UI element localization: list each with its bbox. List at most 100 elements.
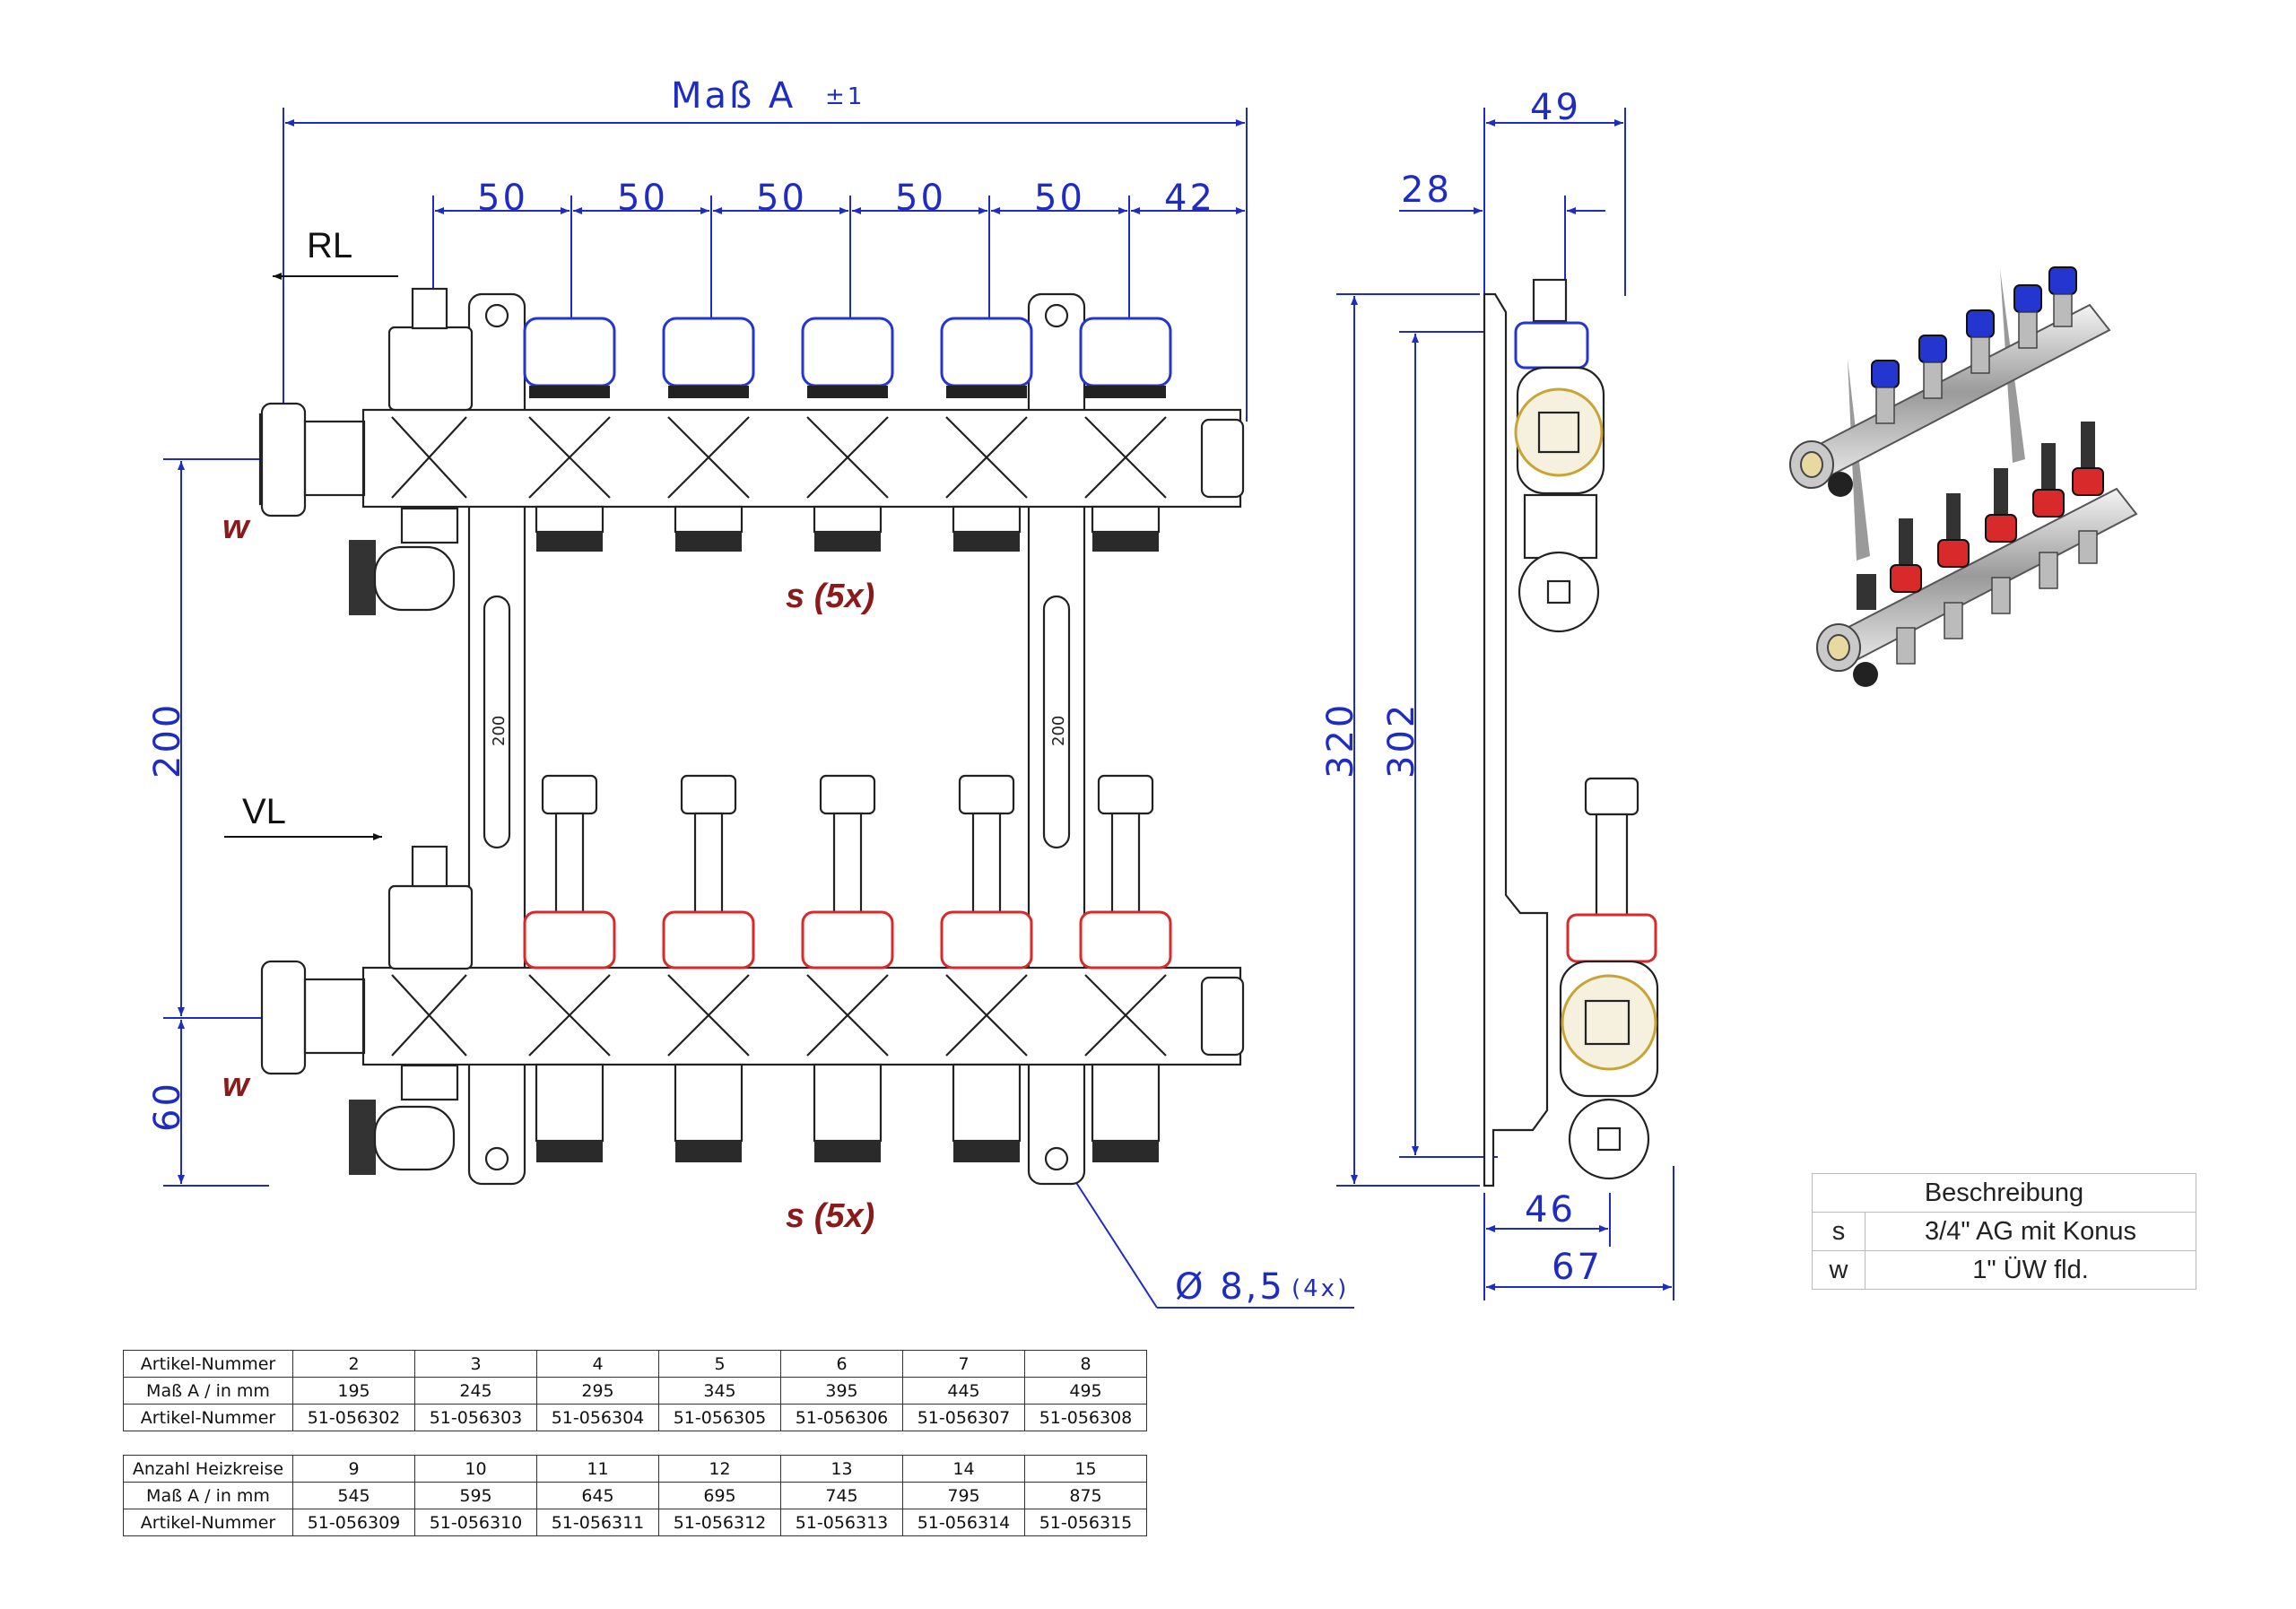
cell: 10 (414, 1455, 537, 1483)
w-label-bottom: w (222, 1066, 251, 1104)
cell: 545 (292, 1482, 415, 1509)
cell: 51-056302 (292, 1404, 415, 1431)
bracket-label-right: 200 (1049, 716, 1068, 746)
table-row: Maß A / in mm 195 245 295 345 395 445 49… (123, 1377, 1147, 1405)
end-spacing: 42 (1164, 178, 1215, 219)
side-dim-46: 46 (1525, 1189, 1576, 1231)
manifold-3d-illustration (1789, 266, 2138, 687)
spacing-5: 50 (1034, 178, 1085, 219)
mass-a-tolerance: ±1 (825, 83, 865, 110)
cell: 51-056311 (536, 1509, 659, 1536)
table-gap (123, 1431, 1147, 1456)
row-header: Artikel-Nummer (123, 1350, 293, 1378)
description-key: s (1812, 1212, 1866, 1251)
supply-flow-label: VL (242, 792, 286, 831)
hole-count: (4x) (1292, 1275, 1349, 1302)
description-title: Beschreibung (1812, 1173, 2196, 1213)
cell: 345 (658, 1377, 781, 1405)
spacing-4: 50 (895, 178, 946, 219)
s-label-top: s (5x) (786, 578, 874, 615)
cell: 745 (780, 1482, 903, 1509)
bracket-label-left: 200 (490, 716, 509, 746)
side-dim-67: 67 (1552, 1247, 1603, 1288)
hole-diameter: Ø 8,5 (1175, 1266, 1285, 1308)
cell: 2 (292, 1350, 415, 1378)
table-row: Anzahl Heizkreise 9 10 11 12 13 14 15 (123, 1455, 1147, 1483)
cell: 8 (1024, 1350, 1147, 1378)
cell: 13 (780, 1455, 903, 1483)
row-header: Maß A / in mm (123, 1377, 293, 1405)
table-row: Maß A / in mm 545 595 645 695 745 795 87… (123, 1482, 1147, 1509)
description-table: Beschreibung s 3/4" AG mit Konus w 1" ÜW… (1812, 1173, 2196, 1290)
row-header: Anzahl Heizkreise (123, 1455, 293, 1483)
cell: 51-056307 (902, 1404, 1025, 1431)
description-text: 1" ÜW fld. (1865, 1250, 2196, 1290)
flow-meters (541, 774, 1154, 914)
cell: 495 (1024, 1377, 1147, 1405)
side-dim-28: 28 (1401, 170, 1452, 211)
article-table: Artikel-Nummer 2 3 4 5 6 7 8 Maß A / in … (123, 1350, 1147, 1536)
table-row: Artikel-Nummer 51-056309 51-056310 51-05… (123, 1509, 1147, 1536)
top-thread-rings (529, 386, 1166, 398)
row-header: Artikel-Nummer (123, 1509, 293, 1536)
spacing-2: 50 (617, 178, 668, 219)
cell: 6 (780, 1350, 903, 1378)
top-outlets (535, 505, 1161, 552)
cell: 51-056310 (414, 1509, 537, 1536)
cell: 51-056303 (414, 1404, 537, 1431)
mass-a-label: Maß A (671, 75, 796, 117)
cell: 3 (414, 1350, 537, 1378)
red-valve-caps (523, 910, 1172, 970)
cell: 595 (414, 1482, 537, 1509)
side-dim-302: 302 (1381, 702, 1422, 778)
side-dim-320: 320 (1320, 702, 1361, 778)
blue-valve-caps (523, 317, 1172, 387)
table-row: Artikel-Nummer 2 3 4 5 6 7 8 (123, 1350, 1147, 1378)
cell: 695 (658, 1482, 781, 1509)
s-label-bottom: s (5x) (786, 1197, 874, 1235)
cell: 195 (292, 1377, 415, 1405)
cell: 51-056313 (780, 1509, 903, 1536)
w-label-top: w (222, 509, 251, 546)
top-valve-bodies (391, 416, 1167, 499)
cell: 12 (658, 1455, 781, 1483)
cell: 11 (536, 1455, 659, 1483)
cell: 9 (292, 1455, 415, 1483)
bottom-outlets (535, 1063, 1161, 1162)
cell: 51-056308 (1024, 1404, 1147, 1431)
bottom-valve-bodies (391, 974, 1167, 1057)
table-row: Beschreibung (1812, 1173, 2196, 1213)
spacing-3: 50 (756, 178, 807, 219)
description-text: 3/4" AG mit Konus (1865, 1212, 2196, 1251)
side-dim-49: 49 (1530, 87, 1581, 128)
height-60: 60 (147, 1081, 188, 1132)
cell: 395 (780, 1377, 903, 1405)
cell: 51-056314 (902, 1509, 1025, 1536)
table-row: s 3/4" AG mit Konus (1812, 1212, 2196, 1251)
description-key: w (1812, 1250, 1866, 1290)
cell: 295 (536, 1377, 659, 1405)
cell: 15 (1024, 1455, 1147, 1483)
row-header: Maß A / in mm (123, 1482, 293, 1509)
cell: 51-056306 (780, 1404, 903, 1431)
cell: 51-056309 (292, 1509, 415, 1536)
cell: 7 (902, 1350, 1025, 1378)
row-header: Artikel-Nummer (123, 1404, 293, 1431)
cell: 645 (536, 1482, 659, 1509)
cell: 875 (1024, 1482, 1147, 1509)
cell: 445 (902, 1377, 1025, 1405)
front-dimensions: Maß A ±1 50 50 50 50 50 42 200 60 RL VL (147, 75, 1354, 1309)
table-row: Artikel-Nummer 51-056302 51-056303 51-05… (123, 1404, 1147, 1431)
cell: 51-056305 (658, 1404, 781, 1431)
cell: 245 (414, 1377, 537, 1405)
cell: 795 (902, 1482, 1025, 1509)
side-view-dimensions: 49 28 320 302 46 67 (1320, 87, 1674, 1300)
cell: 51-056304 (536, 1404, 659, 1431)
height-200: 200 (147, 702, 188, 778)
cell: 51-056312 (658, 1509, 781, 1536)
cell: 14 (902, 1455, 1025, 1483)
cell: 51-056315 (1024, 1509, 1147, 1536)
spacing-1: 50 (477, 178, 528, 219)
cell: 4 (536, 1350, 659, 1378)
